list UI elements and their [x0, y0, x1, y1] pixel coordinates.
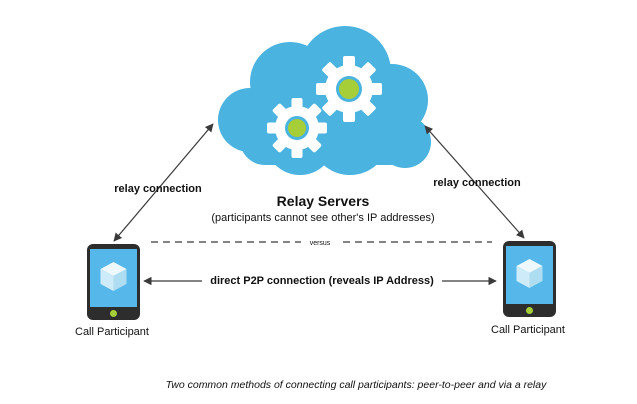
- cloud-icon: [218, 26, 431, 175]
- p2p-label-backdrop: [202, 272, 442, 288]
- p2p-connection-label: direct P2P connection (reveals IP Addres…: [210, 275, 434, 287]
- phone-icon: [503, 241, 556, 317]
- gear-icon: [267, 98, 327, 158]
- relay-connection-left-label: relay connection: [114, 183, 202, 195]
- relay-connection-right-arrow: [424, 125, 525, 239]
- phone-icon: [87, 244, 140, 320]
- cube-icon: [516, 259, 543, 288]
- call-participant-right-label: Call Participant: [491, 324, 565, 336]
- call-participant-left-label: Call Participant: [75, 326, 149, 338]
- relay-connection-right-label: relay connection: [433, 177, 521, 189]
- versus-label: versus: [310, 240, 331, 247]
- versus-label-backdrop: [301, 237, 339, 247]
- relay-connection-left-arrow: [113, 123, 214, 242]
- home-button-icon: [526, 307, 533, 314]
- diagram-caption: Two common methods of connecting call pa…: [166, 379, 547, 391]
- relay-servers-title: Relay Servers: [277, 193, 370, 209]
- home-button-icon: [110, 310, 117, 317]
- gear-icon: [316, 56, 382, 122]
- relay-servers-subtitle: (participants cannot see other's IP addr…: [211, 212, 434, 224]
- cube-icon: [100, 262, 127, 291]
